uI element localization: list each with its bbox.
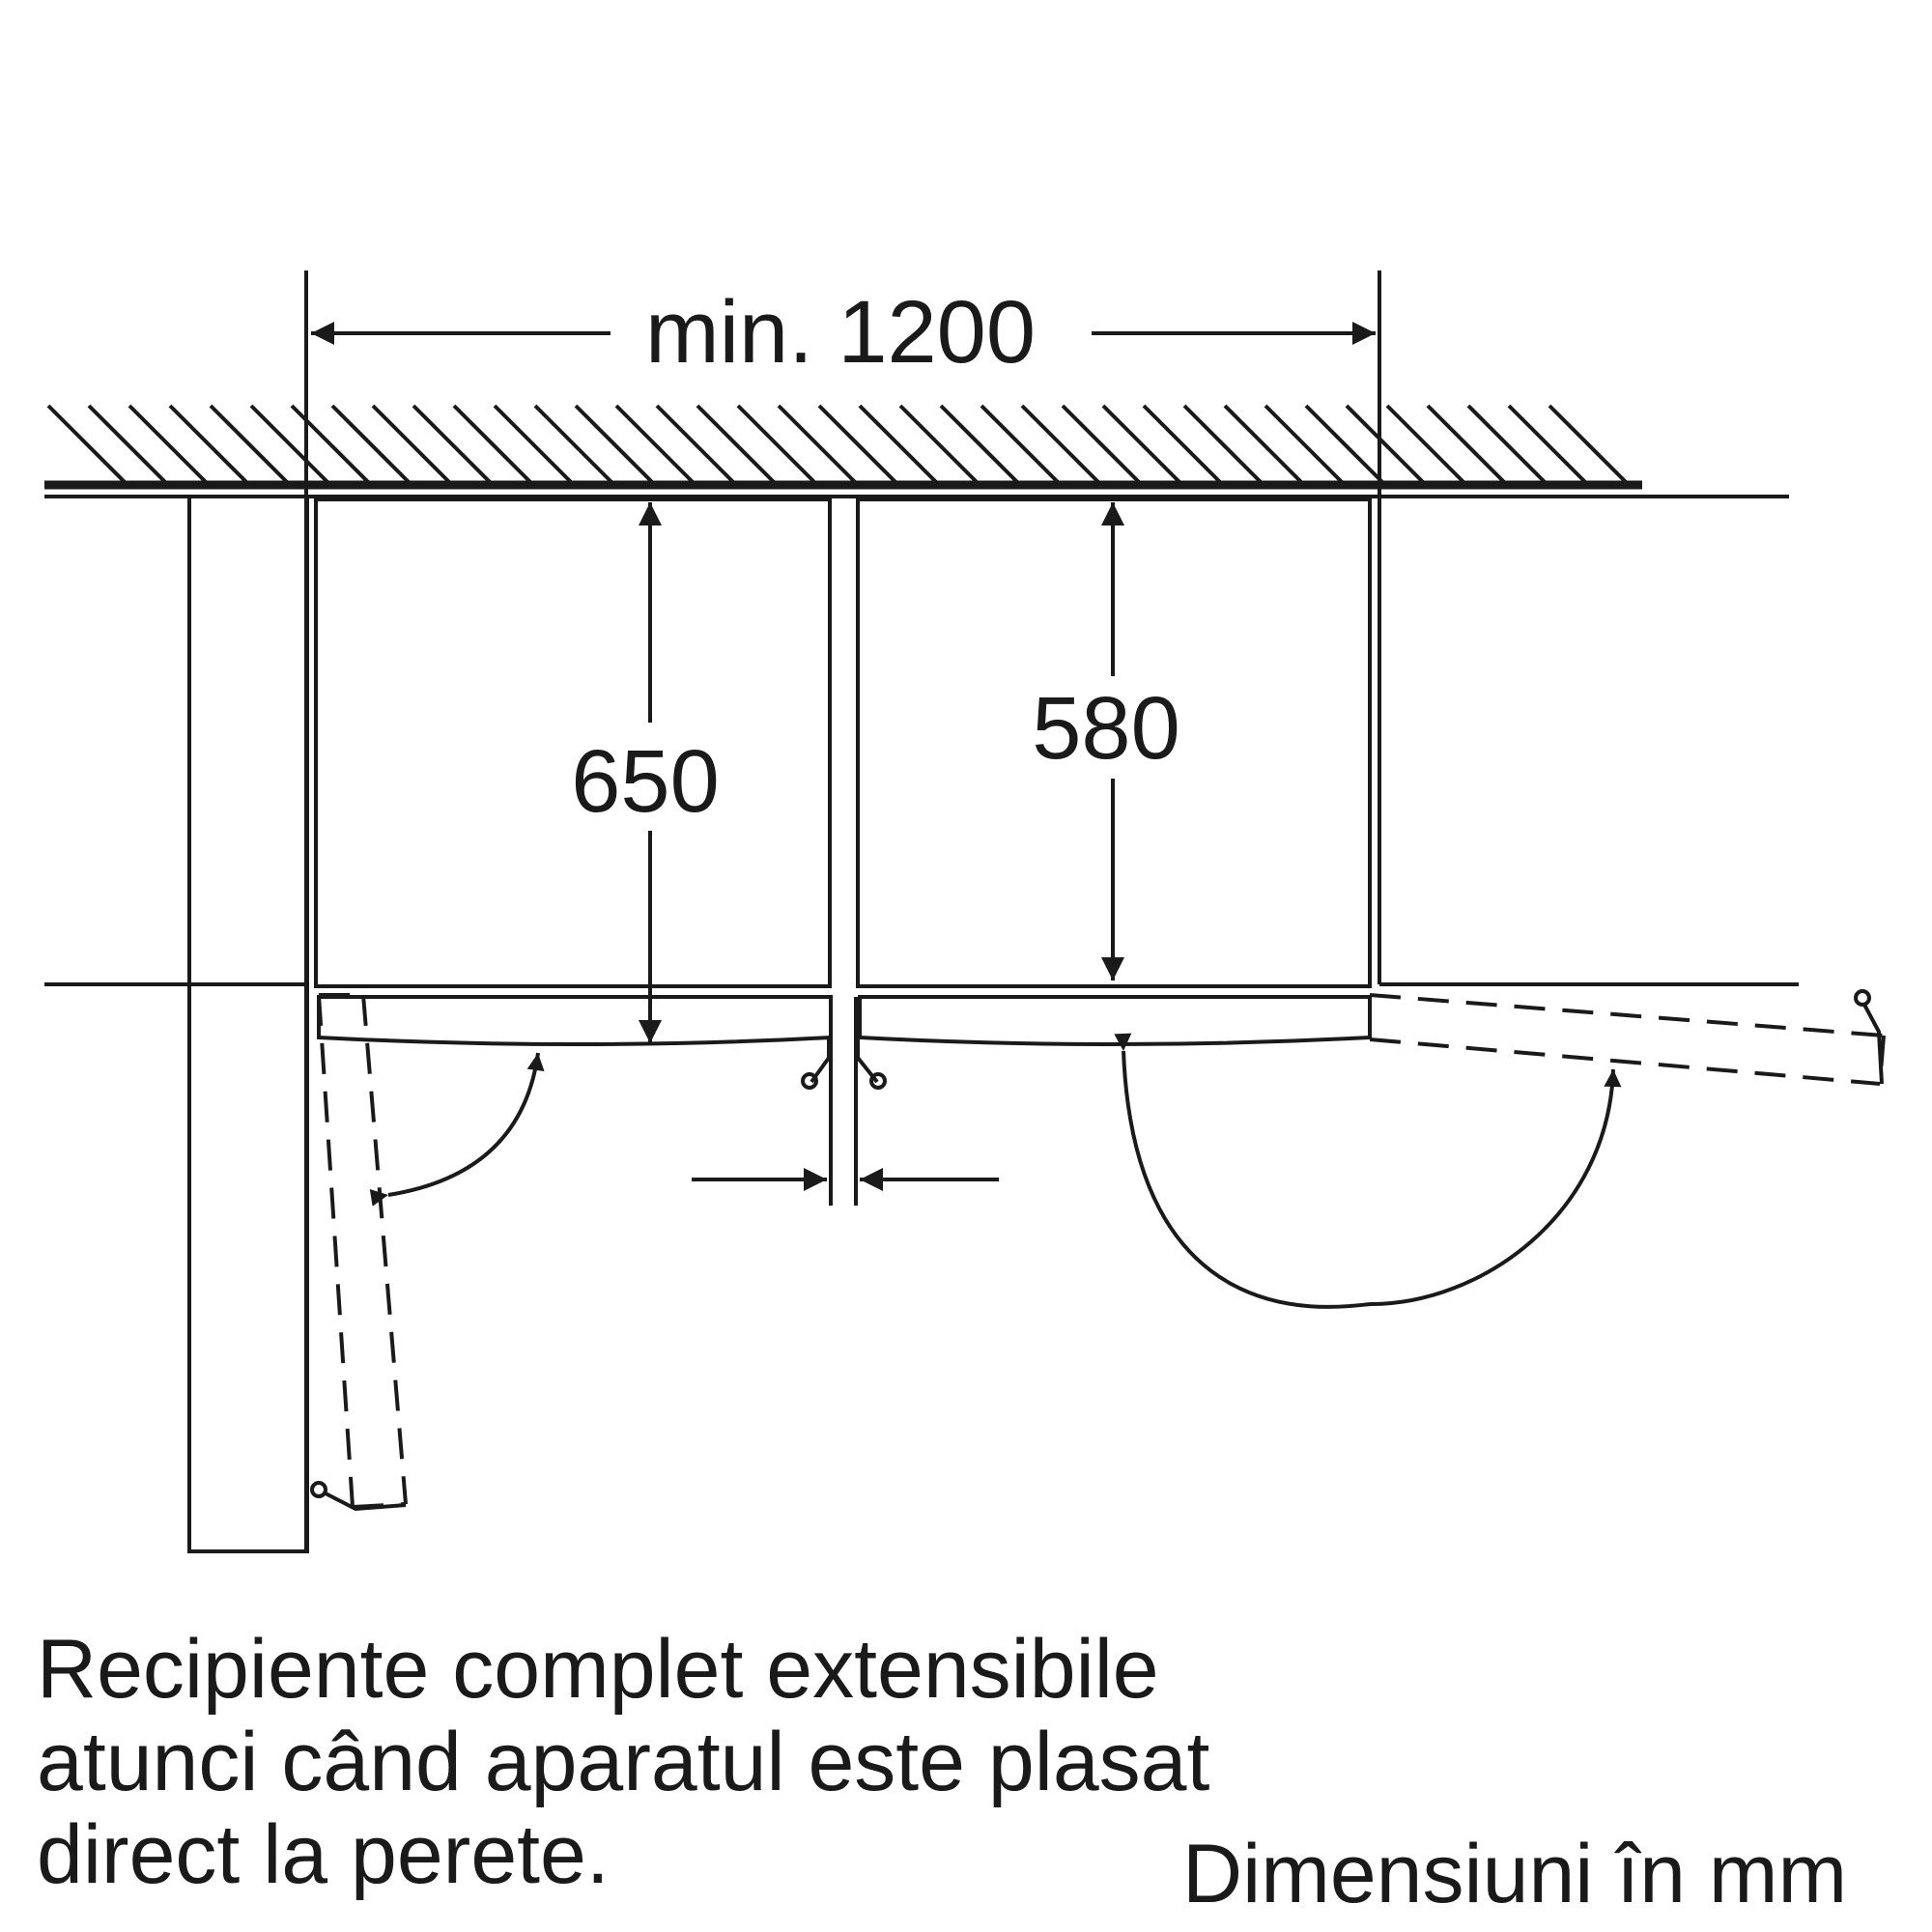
hatch-mark [939, 404, 1020, 485]
hatch-mark [1142, 404, 1223, 485]
hinge-right [856, 1039, 879, 1084]
hatch-mark [1426, 404, 1507, 485]
hatch-mark [574, 404, 655, 485]
hatch-mark [371, 404, 452, 485]
left-door-open-dashed [317, 993, 408, 1509]
left-unit-door [317, 995, 833, 1046]
caption-note: Recipiente complet extensibile atunci câ… [37, 1623, 1209, 1901]
hatch-mark [128, 404, 209, 485]
hatch-mark [533, 404, 614, 485]
units-note: Dimensiuni în mm [1182, 1828, 1848, 1920]
hatch-mark [209, 404, 290, 485]
hatch-mark [980, 404, 1061, 485]
hatch-mark [1061, 404, 1142, 485]
caption-line: atunci când aparatul este plasat [37, 1716, 1210, 1808]
hatch-mark [1548, 404, 1629, 485]
hatch-mark [655, 404, 736, 485]
right-unit-door [858, 995, 1372, 1046]
left-door-swing-arc [369, 1052, 545, 1207]
hatch-mark [1304, 404, 1385, 485]
hatch-mark [1264, 404, 1345, 485]
hinge-left-pin [801, 1072, 818, 1090]
hatch-mark [46, 404, 128, 485]
right-door-open-hinge-pin [1854, 989, 1871, 1007]
hatch-mark [452, 404, 533, 485]
hatch-mark [1020, 404, 1101, 485]
hatch-mark [290, 404, 371, 485]
hinge-right-pin [869, 1072, 887, 1090]
left-door-open-hinge-pin [310, 1481, 327, 1498]
right-door-open-dashed [1368, 993, 1886, 1086]
hatch-mark [898, 404, 980, 485]
hatch-mark [249, 404, 330, 485]
width-dimension-label: min. 1200 [645, 283, 1036, 382]
left-unit-body [314, 497, 832, 988]
right-door-swing-arc [1114, 1033, 1622, 1309]
hatch-mark [1385, 404, 1466, 485]
hatch-mark [1507, 404, 1588, 485]
hatch-mark [330, 404, 412, 485]
hatch-mark [168, 404, 249, 485]
caption-line: Recipiente complet extensibile [37, 1623, 1159, 1716]
hatch-mark [1466, 404, 1548, 485]
hatch-mark [87, 404, 168, 485]
side-cabinet [187, 495, 309, 1553]
hatch-mark [1182, 404, 1264, 485]
hatch-mark [493, 404, 574, 485]
hatch-mark [736, 404, 817, 485]
hatch-mark [412, 404, 493, 485]
right-door-open-hinge [1862, 1004, 1884, 1085]
hatch-mark [858, 404, 939, 485]
left-door-open-hinge [323, 1491, 407, 1512]
wall-hatching [46, 404, 1629, 485]
hatch-mark [1345, 404, 1426, 485]
right-unit-body [856, 497, 1372, 988]
right-depth-label: 580 [1032, 679, 1180, 778]
left-depth-label: 650 [571, 732, 720, 831]
hatch-mark [1101, 404, 1182, 485]
hatch-mark [1223, 404, 1304, 485]
hinge-left [810, 1039, 831, 1084]
hatch-mark [817, 404, 898, 485]
caption-line: direct la perete. [37, 1808, 610, 1901]
hatch-mark [777, 404, 858, 485]
hatch-mark [696, 404, 777, 485]
hatch-mark [614, 404, 696, 485]
